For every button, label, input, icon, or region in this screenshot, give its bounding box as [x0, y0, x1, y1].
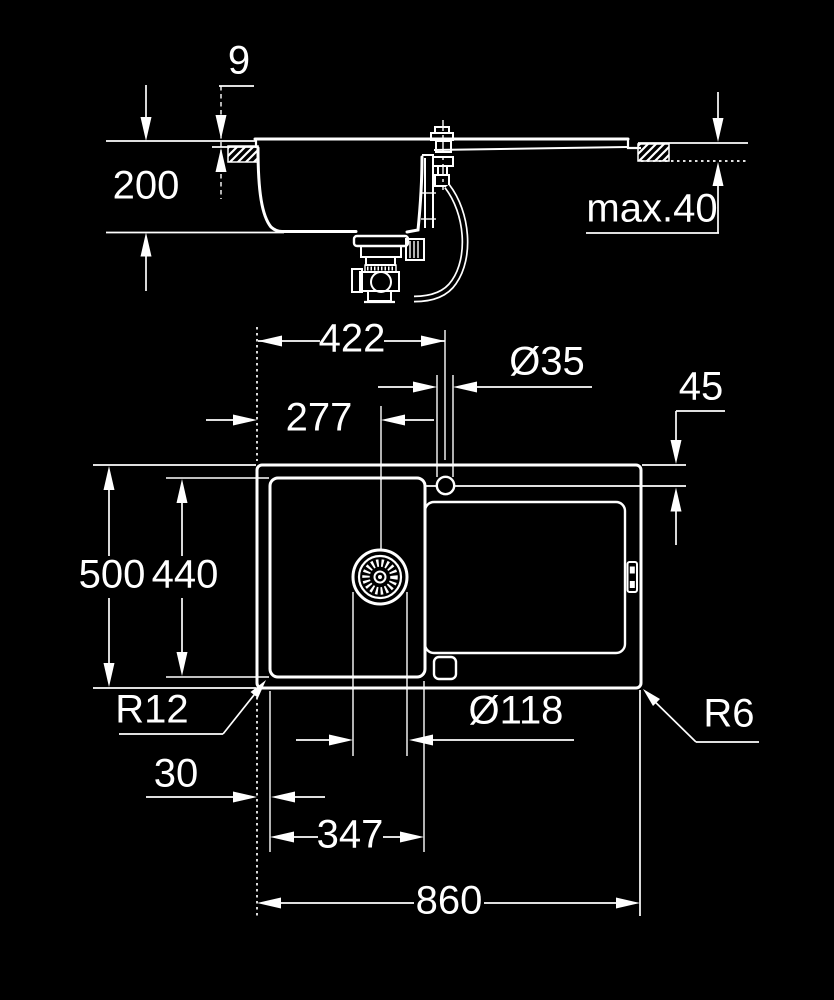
arrow-left-icon — [257, 897, 281, 909]
dim-label-o118: Ø118 — [469, 689, 564, 733]
faucet-hose-union — [434, 174, 450, 187]
dim-label-422: 422 — [319, 317, 386, 361]
arrow-up-icon — [670, 487, 682, 512]
trap-round-detail — [370, 271, 392, 293]
trap-body — [359, 271, 400, 292]
arrow-up-icon — [140, 232, 152, 257]
strainer-middle-ring — [357, 554, 403, 600]
arrow-left-icon — [453, 381, 477, 393]
dim-drain-diameter: Ø118 — [296, 592, 574, 756]
faucet-hole — [435, 475, 456, 496]
arrow-right-icon — [233, 414, 257, 426]
drainboard-underside-line — [433, 146, 628, 151]
arrow-right-icon — [616, 897, 640, 909]
dim-faucet-from-left: 422 — [256, 317, 446, 461]
strainer-outer-ring — [351, 548, 409, 606]
arrow-right-icon — [413, 381, 437, 393]
dim-label-860: 860 — [416, 879, 483, 923]
drainboard-rect — [423, 500, 627, 655]
overflow-slot-mark-top — [629, 566, 635, 574]
sink-outer-rect — [255, 463, 643, 690]
locknut — [364, 264, 397, 273]
plan-view: 422 Ø35 277 45 — [79, 317, 759, 923]
rim-right-step — [626, 139, 641, 150]
hose-connector — [405, 238, 425, 261]
drain-assembly-section — [351, 234, 425, 304]
dim-label-277: 277 — [286, 396, 353, 440]
dim-rim-thickness: 9 — [215, 39, 254, 199]
arrow-right-icon — [233, 791, 257, 803]
dim-label-200: 200 — [113, 164, 180, 208]
arrow-up-icon — [712, 162, 724, 186]
faucet-fitting-section — [413, 120, 469, 303]
dim-counter-thickness: max.40 — [586, 92, 724, 234]
overflow-slot-mark-bottom — [629, 581, 635, 588]
strainer-flange — [352, 234, 410, 248]
arrow-down-icon — [670, 440, 682, 464]
dim-label-9: 9 — [228, 39, 250, 83]
side-view: 9 200 max.40 — [106, 39, 748, 304]
overflow-hose-inner — [413, 184, 467, 301]
dim-label-45: 45 — [679, 365, 724, 409]
dim-bowl-inner-depth: 440 — [152, 477, 269, 678]
dim-outer-corner-radius: R6 — [643, 689, 759, 743]
counter-hatch-right — [637, 143, 670, 162]
sink-cross-section — [253, 137, 641, 234]
counter-hatch-left — [227, 145, 259, 163]
strainer-body — [360, 245, 402, 258]
dim-label-500: 500 — [79, 553, 146, 597]
dim-drain-from-left: 277 — [206, 396, 434, 551]
arrow-down-icon — [176, 652, 188, 676]
strainer-center-dot — [378, 575, 382, 579]
dim-bowl-depth: 200 — [106, 85, 284, 291]
arrow-left-icon — [270, 831, 294, 843]
dim-bowl-corner-radius: R12 — [115, 680, 266, 735]
dim-label-max40: max.40 — [586, 187, 717, 231]
arrow-up-right-icon — [250, 680, 266, 698]
dim-bowl-inner-width: 347 — [270, 813, 424, 857]
dim-label-r6: R6 — [703, 692, 754, 736]
dim-label-o35: Ø35 — [509, 340, 585, 384]
strainer-neck — [365, 256, 396, 266]
arrow-down-icon — [140, 117, 152, 141]
counter-section — [106, 140, 748, 163]
arrow-up-icon — [215, 148, 227, 172]
arrow-left-icon — [258, 335, 282, 347]
arrow-up-icon — [176, 479, 188, 503]
arrow-right-icon — [400, 831, 424, 843]
dim-bowl-offset: 30 — [146, 752, 325, 803]
arrow-right-icon — [421, 335, 445, 347]
dim-overall-width: 860 — [256, 681, 641, 923]
arrow-up-left-icon — [643, 689, 660, 706]
deck-accessory-square — [432, 655, 458, 681]
arrow-left-icon — [409, 734, 433, 746]
dim-overall-depth: 500 — [79, 464, 256, 689]
dim-label-30: 30 — [154, 752, 199, 796]
sink-plan-outline — [255, 463, 686, 690]
arrow-right-icon — [329, 734, 353, 746]
dim-faucet-from-top-edge: 45 — [670, 365, 725, 545]
dim-label-r12: R12 — [115, 688, 188, 732]
arrow-down-icon — [215, 115, 227, 139]
dim-label-347: 347 — [317, 813, 384, 857]
arrow-left-icon — [381, 414, 405, 426]
dim-label-440: 440 — [152, 553, 219, 597]
bowl-right-wall — [405, 155, 424, 234]
drain-strainer-plan — [351, 548, 409, 606]
bowl-left-wall-and-bottom — [256, 146, 358, 233]
strainer-hub — [373, 570, 387, 584]
arrow-up-icon — [103, 466, 115, 490]
dim-faucet-hole-diameter: Ø35 — [378, 340, 592, 477]
strainer-knurl-ring — [362, 559, 398, 595]
arrow-down-icon — [712, 118, 724, 142]
trap-side-box — [351, 268, 363, 293]
arrow-left-icon — [271, 791, 295, 803]
arrow-down-icon — [103, 663, 115, 687]
